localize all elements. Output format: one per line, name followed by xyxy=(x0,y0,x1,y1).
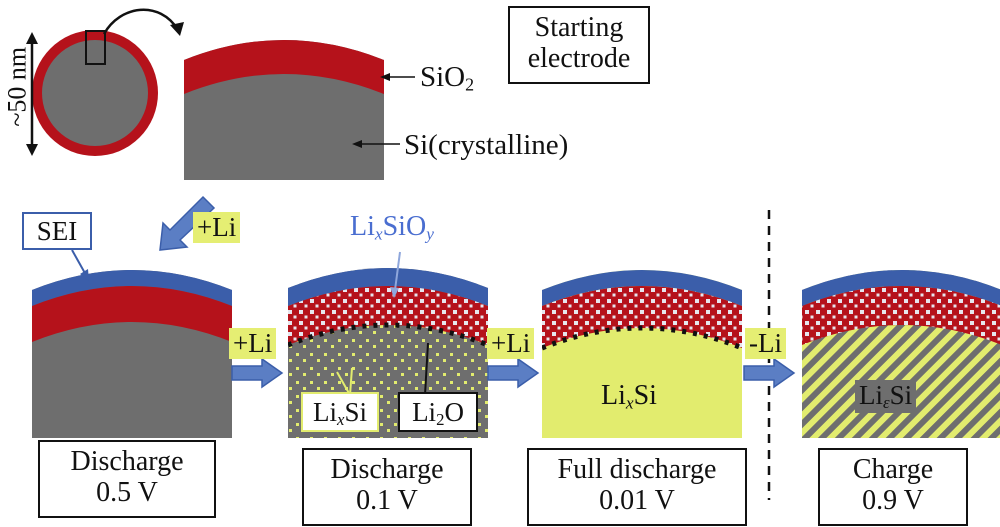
stage-box-1: Discharge 0.5 V xyxy=(38,440,216,518)
sio2-text: SiO xyxy=(420,61,466,93)
lixsi-small-label: LixSi xyxy=(301,392,379,432)
liesi-si: Si xyxy=(889,380,913,410)
sei-label: SEI xyxy=(22,212,92,250)
li2o-li: Li xyxy=(412,397,437,427)
lixsi-big-x: x xyxy=(625,393,634,413)
lixsioy-label: LixSiOy xyxy=(350,212,434,244)
lixsi-small-li: Li xyxy=(313,397,338,427)
liesi-label: LiεSi xyxy=(855,380,917,413)
lixsi-big-si: Si xyxy=(633,380,657,411)
stage1-cross-section xyxy=(32,270,232,438)
stage-1-name: Discharge xyxy=(70,446,184,477)
step-arrow-3 xyxy=(743,357,796,389)
stage3-cross-section xyxy=(542,270,742,438)
step-arrow-2 xyxy=(487,357,540,389)
stage-box-4: Charge 0.9 V xyxy=(818,448,968,526)
liesi-li: Li xyxy=(859,380,883,410)
lixsioy-y: y xyxy=(426,224,434,244)
lixsi-big-label: LixSi xyxy=(601,381,657,413)
scale-label: ~50 nm xyxy=(2,46,32,127)
minus-li-label: -Li xyxy=(745,328,786,359)
li2o-pointer xyxy=(424,342,429,396)
step-arrow-1 xyxy=(231,357,284,389)
lixsioy-li: Li xyxy=(350,211,375,242)
stage-1-voltage: 0.5 V xyxy=(96,477,158,509)
nanoparticle xyxy=(32,30,158,156)
lixsioy-sio: SiO xyxy=(382,211,427,242)
stage-2-name: Discharge xyxy=(330,454,444,485)
zoom-box xyxy=(85,30,106,65)
stage4-cross-section xyxy=(802,270,1000,438)
plus-li-label-1: +Li xyxy=(193,212,241,243)
lixsi-small-si: Si xyxy=(344,397,367,427)
scale-bar xyxy=(26,32,38,156)
stage-box-3: Full discharge 0.01 V xyxy=(527,448,747,526)
plus-li-label-2: +Li xyxy=(229,328,277,359)
lixsioy-pointer xyxy=(394,251,401,291)
liesi-epsilon: ε xyxy=(883,393,890,413)
starting-electrode-line1: Starting xyxy=(534,12,624,43)
stage-3-voltage: 0.01 V xyxy=(599,485,675,517)
stage-4-name: Charge xyxy=(852,454,934,485)
lixsi-small-x: x xyxy=(337,410,345,430)
lixsioy-x: x xyxy=(374,224,383,244)
sio2-subscript: 2 xyxy=(465,74,475,95)
lixsi-big-li: Li xyxy=(601,380,626,411)
li2o-label: Li2O xyxy=(398,392,478,432)
starting-cross-section xyxy=(184,40,384,180)
lixsi-pointer-b xyxy=(349,367,353,396)
sei-pointer xyxy=(71,249,87,276)
lixsi-pointer-a xyxy=(336,371,351,396)
stage-3-name: Full discharge xyxy=(557,454,717,485)
starting-electrode-box: Starting electrode xyxy=(508,6,650,84)
si-crystalline-label: Si(crystalline) xyxy=(404,129,569,161)
stage-2-voltage: 0.1 V xyxy=(356,485,418,517)
stage-4-voltage: 0.9 V xyxy=(862,485,924,517)
zoom-arrow xyxy=(102,8,180,35)
li2o-o: O xyxy=(444,397,464,427)
li2o-sub: 2 xyxy=(436,410,445,430)
plus-li-label-3: +Li xyxy=(487,328,535,359)
sio2-label: SiO2 xyxy=(420,62,474,94)
starting-electrode-line2: electrode xyxy=(527,42,631,74)
stage-box-2: Discharge 0.1 V xyxy=(302,448,472,526)
